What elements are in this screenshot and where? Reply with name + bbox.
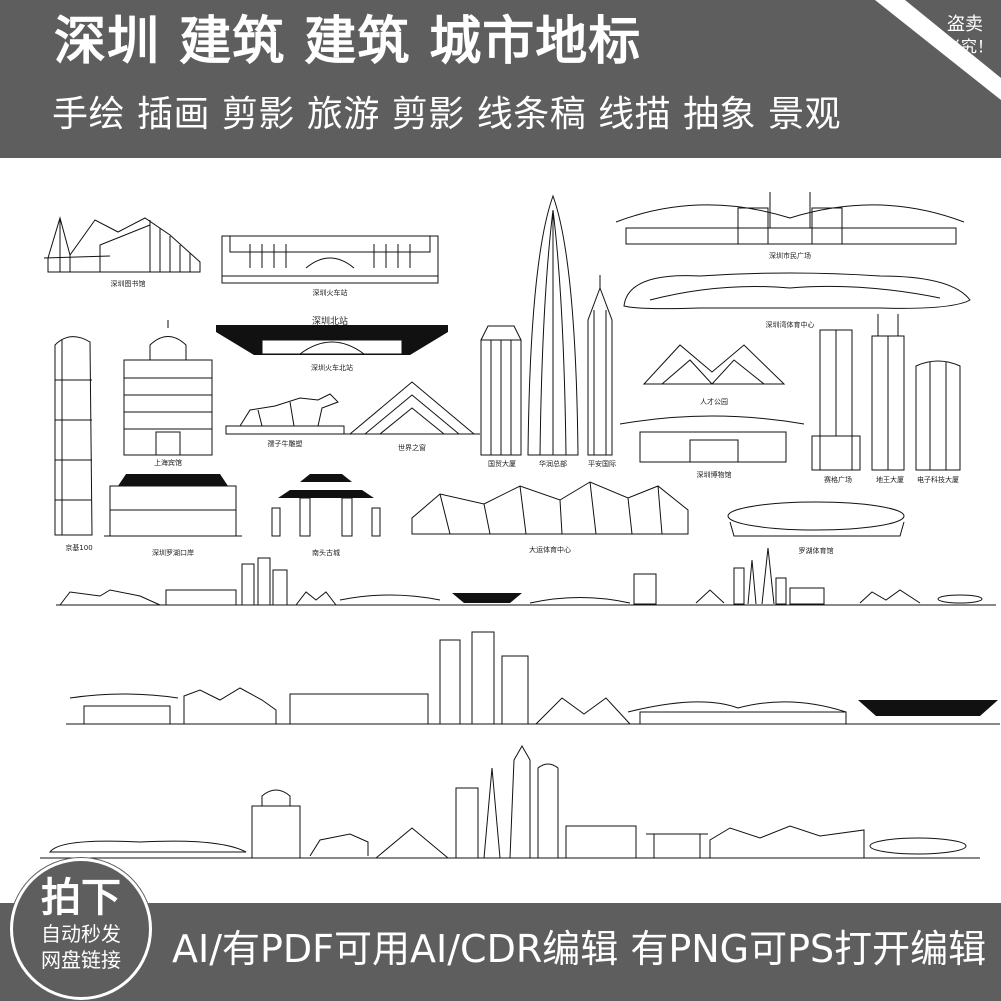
universiade-drawing <box>411 481 689 535</box>
tech-tower-drawing <box>915 360 961 471</box>
skyline-strip-2 <box>66 631 1000 725</box>
bull-statue-drawing <box>225 393 345 435</box>
label-bay-sports: 深圳湾体育中心 <box>766 320 815 329</box>
label-bull-statue: 孺子牛雕塑 <box>268 439 303 448</box>
badge-line-2: 网盘链接 <box>41 948 121 972</box>
north-station-drawing <box>216 325 448 355</box>
label-library: 深圳图书馆 <box>111 279 146 288</box>
label-seg-plaza: 赛格广场 <box>824 475 852 484</box>
page-subtitle: 手绘 插画 剪影 旅游 剪影 线条稿 线描 抽象 景观 <box>52 94 842 135</box>
china-resources-drawing <box>527 194 579 456</box>
label-luohu-stadium: 罗湖体育馆 <box>799 546 834 555</box>
label-tech-tower: 电子科技大厦 <box>917 475 959 484</box>
anti-piracy-corner: 盗卖 必究！ <box>875 0 1001 100</box>
badge-line-1: 自动秒发 <box>41 922 121 946</box>
nantou-drawing <box>271 474 381 537</box>
talent-park-drawing <box>642 344 786 385</box>
label-nantou: 南头古城 <box>312 548 340 557</box>
page-title: 深圳 建筑 建筑 城市地标 <box>54 12 642 72</box>
library-drawing <box>43 216 201 273</box>
corner-text-1: 盗卖 <box>947 14 983 35</box>
luohu-stadium-drawing <box>727 501 905 537</box>
civic-center-drawing <box>615 192 965 245</box>
museum-drawing <box>619 415 805 463</box>
label-museum: 深圳博物馆 <box>697 470 732 479</box>
label-talent-park: 人才公园 <box>700 397 728 406</box>
label-north-station: 深圳火车北站 <box>311 363 353 372</box>
skyline-strip-1 <box>56 547 996 606</box>
skyline-strip-3 <box>40 744 980 859</box>
badge-main-text: 拍下 <box>41 875 121 921</box>
label-shanghai-hotel: 上海宾馆 <box>154 458 182 467</box>
window-of-world-drawing <box>342 381 480 435</box>
luohu-port-drawing <box>104 474 242 537</box>
download-badge[interactable]: 拍下 自动秒发 网盘链接 <box>10 858 152 1000</box>
label-guomao: 国贸大厦 <box>488 459 516 468</box>
railway-station-drawing <box>221 235 439 284</box>
header-banner: 深圳 建筑 建筑 城市地标 手绘 插画 剪影 旅游 剪影 线条稿 线描 抽象 景… <box>0 0 1001 158</box>
label-north-station-sign: 深圳北站 <box>312 315 348 327</box>
label-china-resources: 华润总部 <box>539 459 567 468</box>
corner-text-2: 必究！ <box>945 37 993 56</box>
shanghai-hotel-drawing <box>123 320 213 456</box>
label-railway-station: 深圳火车站 <box>313 288 348 297</box>
label-window-of-world: 世界之窗 <box>398 443 426 452</box>
seg-plaza-drawing <box>811 329 861 471</box>
label-universiade: 大运体育中心 <box>529 545 571 554</box>
label-luohu-port: 深圳罗湖口岸 <box>152 548 194 557</box>
kingkey-100-drawing <box>54 336 93 536</box>
landmark-illustration: 深圳图书馆 深圳火车站 深圳北站 深圳火车北站 京基100 <box>40 192 1000 859</box>
guomao-drawing <box>480 325 522 456</box>
label-kingkey: 京基100 <box>65 543 92 552</box>
label-ping-an: 平安国际 <box>588 459 616 468</box>
footer-format-text: AI/有PDF可用AI/CDR编辑 有PNG可PS打开编辑 <box>172 927 987 971</box>
label-civic-center: 深圳市民广场 <box>769 251 811 260</box>
label-diwang: 地王大厦 <box>876 475 904 484</box>
ping-an-drawing <box>587 275 613 456</box>
diwang-drawing <box>871 314 905 471</box>
bay-sports-drawing <box>623 272 971 310</box>
footer-banner: AI/有PDF可用AI/CDR编辑 有PNG可PS打开编辑 <box>0 903 1001 1001</box>
